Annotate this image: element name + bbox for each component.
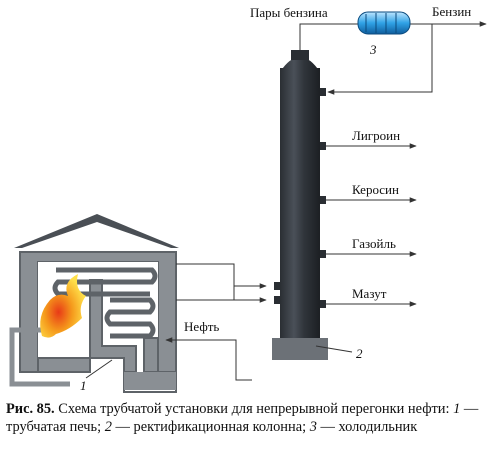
- label-vapors: Пары бензина: [250, 5, 328, 20]
- column-outputs: [326, 143, 417, 307]
- label-ligroin: Лигроин: [352, 128, 400, 143]
- label-gasoil: Газойль: [352, 236, 396, 251]
- caption-text-2: — трубчатая печь;: [6, 401, 479, 435]
- label-kerosene: Керосин: [352, 182, 399, 197]
- label-oil: Нефть: [184, 319, 219, 334]
- distillation-diagram: 1 Нефть 2 Лигроин: [9, 4, 487, 393]
- furnace-roof: [14, 214, 179, 248]
- label-column-number: 2: [356, 346, 363, 361]
- oil-inlet: [165, 337, 252, 381]
- vapor-lines: [299, 21, 487, 95]
- caption-num-1: 1: [453, 401, 461, 417]
- caption-figure-number: Рис. 85.: [6, 401, 55, 417]
- label-gasoline: Бензин: [432, 4, 471, 19]
- caption-num-2: 2: [104, 419, 112, 435]
- caption-num-3: 3: [309, 419, 317, 435]
- condenser: [357, 11, 411, 35]
- caption-text-1: Схема трубчатой установки для непрерывно…: [54, 401, 454, 417]
- burner-pipe: [9, 327, 70, 387]
- figure-caption: Рис. 85. Схема трубчатой установки для н…: [6, 400, 494, 436]
- caption-text-4: — холодильник: [316, 419, 418, 435]
- feed-lines: [176, 263, 267, 303]
- caption-text-3: — ректификационная колонна;: [111, 419, 310, 435]
- rectification-column: 2: [272, 50, 363, 361]
- label-mazut: Мазут: [352, 286, 387, 301]
- label-condenser-number: 3: [369, 42, 377, 57]
- tube-furnace: 1: [9, 214, 179, 393]
- flame: [40, 274, 86, 338]
- furnace-coil: [52, 267, 158, 297]
- label-furnace-number: 1: [80, 378, 87, 393]
